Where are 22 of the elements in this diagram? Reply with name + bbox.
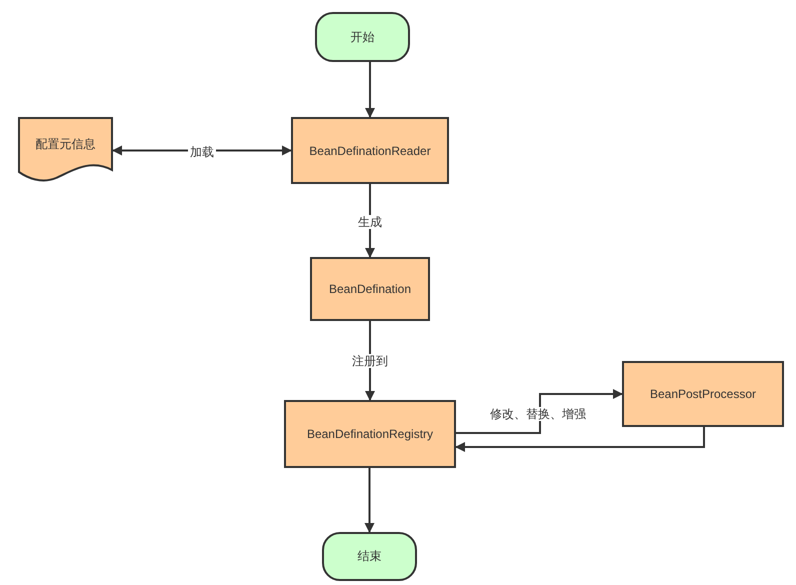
arrow [365, 62, 375, 118]
arrow [364, 468, 374, 533]
process-box [622, 361, 784, 427]
edge-label: 加载 [188, 145, 216, 159]
node-label: BeanDefination [328, 282, 412, 296]
arrow [456, 389, 623, 434]
node-label: BeanDefinationRegistry [306, 427, 434, 441]
edge-label: 注册到 [350, 354, 390, 368]
node-label: BeanDefinationReader [309, 144, 431, 158]
terminal-shape [315, 12, 410, 62]
edge-label: 生成 [356, 215, 384, 229]
arrow [455, 427, 705, 452]
process-box [310, 257, 430, 321]
node-label: 结束 [358, 548, 382, 565]
node-label: 配置元信息 [36, 136, 96, 153]
process-box [284, 400, 456, 468]
document-shape [18, 117, 113, 182]
node-label: 开始 [350, 28, 374, 46]
process-box [291, 117, 449, 184]
edge-label: 修改、替换、增强 [488, 407, 588, 421]
terminal-shape [322, 532, 417, 581]
node-label: BeanPostProcessor [650, 387, 756, 401]
